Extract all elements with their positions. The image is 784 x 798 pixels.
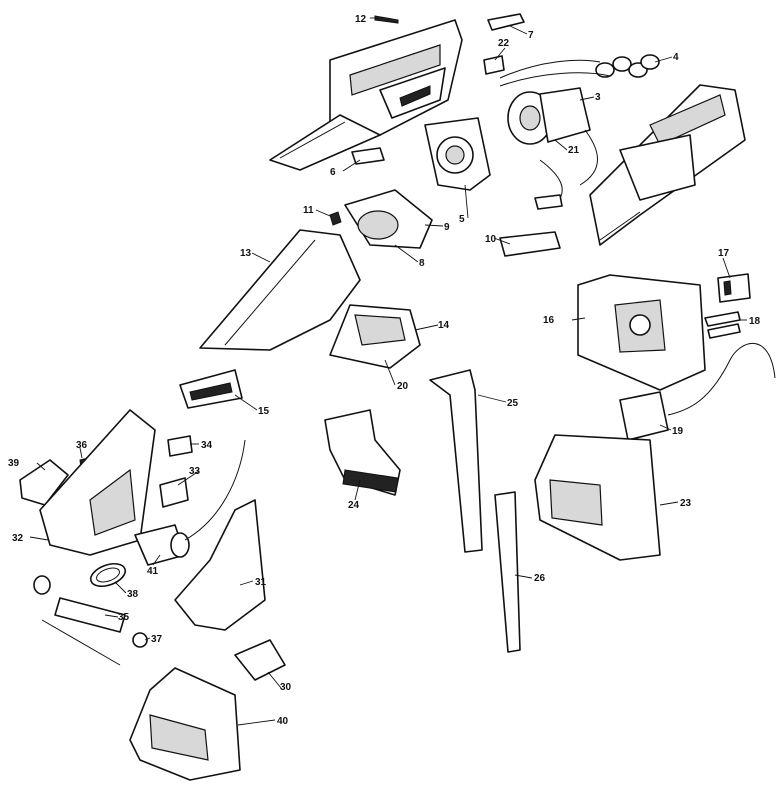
- screw-12: [374, 15, 399, 24]
- callout-32: 32: [12, 533, 24, 544]
- contacts-18: [704, 311, 741, 339]
- filter-14-20: [329, 304, 421, 369]
- callout-5: 5: [459, 214, 465, 225]
- plug-17: [717, 273, 751, 303]
- belt-38: [89, 562, 127, 588]
- battery-pack-4: [499, 54, 660, 87]
- callout-3: 3: [595, 92, 601, 103]
- callout-labels: 12 7 22 4 3 21 5 6 11 9 10 8 13 17 16 18 14 20 15 36 34 39 33 2…: [8, 14, 761, 727]
- motor-3: [507, 87, 591, 145]
- fan-impeller-5: [424, 117, 491, 191]
- callout-30: 30: [280, 682, 292, 693]
- part-39: [19, 459, 69, 506]
- callout-22: 22: [498, 38, 510, 49]
- housing-31: [174, 499, 266, 631]
- callout-35: 35: [118, 612, 130, 623]
- upper-housing-half: [269, 19, 463, 171]
- callout-20: 20: [397, 381, 409, 392]
- callout-34: 34: [201, 440, 213, 451]
- callout-36: 36: [76, 440, 88, 451]
- callout-21: 21: [568, 145, 580, 156]
- callout-31: 31: [255, 577, 267, 588]
- brush-roll-35: [33, 575, 126, 666]
- callout-17: 17: [718, 248, 730, 259]
- part-30: [234, 639, 286, 681]
- housing-40: [129, 667, 241, 781]
- callout-40: 40: [277, 716, 289, 727]
- charger-19: [619, 342, 776, 441]
- callout-10: 10: [485, 234, 497, 245]
- crevice-tool-26: [494, 491, 521, 653]
- callout-13: 13: [240, 248, 252, 259]
- filter-housing-9-10: [344, 189, 433, 249]
- part-33: [159, 477, 189, 508]
- cover-13: [199, 229, 361, 351]
- wall-mount-16: [577, 274, 706, 391]
- callout-8: 8: [419, 258, 425, 269]
- lower-housing-half: [589, 84, 746, 246]
- screw-11: [329, 211, 342, 226]
- bearing-37: [132, 632, 148, 648]
- bracket-8: [499, 231, 561, 257]
- callout-11: 11: [303, 205, 314, 216]
- leader-lines: [29, 17, 747, 726]
- callout-18: 18: [749, 316, 761, 327]
- callout-33: 33: [189, 466, 201, 477]
- callout-4: 4: [673, 52, 679, 63]
- motor-41: [134, 439, 246, 566]
- callout-14: 14: [438, 320, 450, 331]
- wiring-21: [534, 129, 598, 210]
- clip-22: [483, 55, 505, 75]
- callout-7: 7: [528, 30, 534, 41]
- callout-9: 9: [444, 222, 450, 233]
- callout-6: 6: [330, 167, 336, 178]
- callout-39: 39: [8, 458, 20, 469]
- crevice-tool-25: [429, 369, 483, 553]
- callout-25: 25: [507, 398, 519, 409]
- callout-12: 12: [355, 14, 367, 25]
- bracket-7: [487, 13, 525, 31]
- wall-mount-23: [534, 434, 661, 561]
- callout-15: 15: [258, 406, 270, 417]
- callout-38: 38: [127, 589, 139, 600]
- callout-26: 26: [534, 573, 546, 584]
- callout-23: 23: [680, 498, 692, 509]
- brush-attachment-24: [324, 409, 401, 496]
- callout-24: 24: [348, 500, 360, 511]
- callout-19: 19: [672, 426, 684, 437]
- latch-15: [179, 369, 243, 409]
- callout-41: 41: [147, 566, 159, 577]
- callout-37: 37: [151, 634, 163, 645]
- part-34: [167, 435, 193, 457]
- callout-16: 16: [543, 315, 555, 326]
